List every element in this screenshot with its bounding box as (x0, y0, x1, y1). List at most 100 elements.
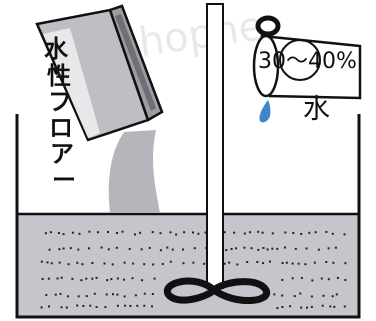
speckle (54, 293, 57, 296)
speckle (325, 261, 328, 263)
speckle (327, 247, 330, 250)
speckle (281, 278, 284, 281)
speckle (95, 306, 98, 308)
speckle (313, 261, 316, 264)
speckle (310, 295, 313, 298)
speckle (82, 304, 85, 307)
bag-label-char-3: フ (48, 88, 72, 116)
speckle (320, 277, 323, 280)
speckle (151, 293, 154, 295)
speckle (134, 294, 137, 297)
paddle-whisk (163, 277, 271, 305)
speckle (58, 248, 61, 251)
speckle (293, 295, 296, 298)
bag-label-char-4: ロ (49, 114, 73, 142)
speckle (266, 248, 269, 251)
speckle (151, 231, 154, 234)
speckle (169, 260, 172, 263)
speckle (299, 292, 302, 295)
bag-label-char-2: 性 (47, 62, 71, 90)
speckle (321, 304, 324, 307)
speckle (236, 263, 239, 266)
speckle (107, 231, 109, 233)
speckle (250, 247, 253, 250)
speckle (262, 262, 265, 265)
speckle (57, 232, 60, 234)
bag-label-char-6: ー (52, 166, 76, 194)
speckle (60, 276, 63, 279)
speckle (284, 231, 287, 234)
speckle (228, 261, 231, 264)
speckle (192, 231, 194, 234)
speckle (78, 232, 81, 235)
speckle (336, 276, 339, 279)
speckle (182, 262, 185, 265)
speckle (314, 231, 317, 234)
powder-stream (108, 130, 160, 213)
speckle (129, 304, 132, 307)
speckle (91, 262, 94, 264)
speckle (159, 249, 162, 252)
speckle (71, 231, 74, 234)
speckle (291, 277, 294, 280)
speckle (116, 293, 119, 296)
speckle (139, 231, 142, 234)
speckle (262, 247, 265, 249)
speckle (143, 292, 146, 295)
speckle (65, 306, 68, 309)
speckle (230, 248, 233, 250)
cup-rim (252, 34, 280, 98)
speckle (62, 233, 65, 236)
speckle (103, 262, 106, 265)
speckle (123, 295, 126, 298)
speckle (171, 248, 174, 251)
speckle (46, 261, 49, 264)
speckle (291, 262, 294, 265)
speckle (343, 233, 346, 236)
speckle (93, 292, 96, 295)
speckle (233, 231, 236, 234)
speckle (327, 278, 330, 281)
speckle (116, 232, 118, 234)
speckle (182, 248, 184, 251)
paddle-shaft (206, 3, 224, 289)
speckle (235, 247, 238, 250)
speckle (310, 305, 313, 308)
speckle (271, 232, 274, 235)
speckle (169, 231, 172, 234)
speckle (329, 305, 332, 308)
speckle (306, 306, 308, 309)
speckle (276, 247, 279, 250)
speckle (47, 277, 50, 280)
speckle (183, 231, 186, 234)
speckle (292, 232, 295, 234)
speckle (48, 305, 50, 308)
speckle (343, 305, 346, 308)
speckle (152, 263, 155, 266)
speckle (273, 293, 276, 296)
speckle (105, 293, 108, 296)
speckle (136, 304, 139, 307)
speckle (284, 246, 286, 249)
speckle (166, 246, 169, 249)
speckle (60, 306, 63, 309)
speckle (344, 279, 347, 281)
speckle (300, 233, 303, 235)
speckle (41, 278, 44, 280)
speckle (322, 294, 325, 297)
speckle (223, 231, 226, 234)
speckle (246, 261, 249, 263)
speckle (48, 248, 51, 251)
speckle (281, 262, 284, 264)
speckle (49, 231, 52, 234)
speckle (91, 277, 94, 280)
speckle (271, 247, 274, 250)
speckle (66, 295, 69, 298)
speckle (40, 260, 43, 263)
speckle (85, 277, 88, 280)
speckle (297, 262, 300, 265)
speckle (334, 246, 337, 249)
speckle (276, 307, 279, 310)
speckle (95, 276, 98, 279)
